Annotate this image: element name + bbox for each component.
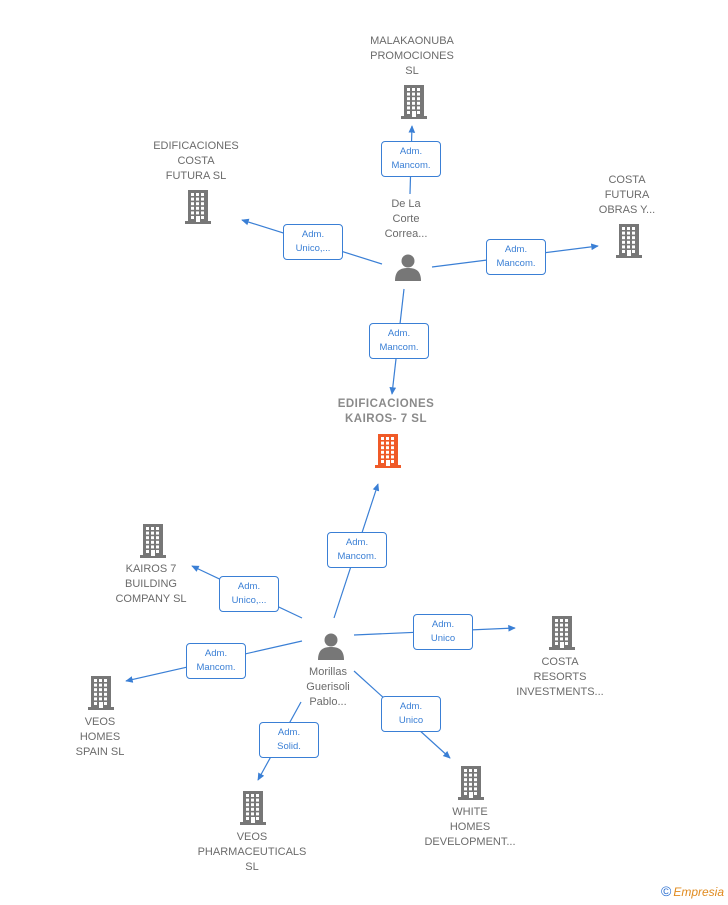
edge-label[interactable]: Adm. Mancom. bbox=[486, 239, 546, 275]
company-building-icon bbox=[401, 85, 427, 119]
edge-label-line: Adm. bbox=[387, 328, 411, 339]
main-company-building-icon bbox=[375, 434, 401, 468]
node-label-line: De La bbox=[391, 197, 421, 210]
empresia-footer: ©Empresia bbox=[661, 883, 724, 899]
node-label-line: HOMES bbox=[449, 820, 491, 833]
company-building-icon bbox=[88, 676, 114, 710]
edge-label[interactable]: Adm. Mancom. bbox=[186, 643, 246, 679]
node-label-line: SL bbox=[245, 860, 259, 873]
node-label-line: HOMES bbox=[79, 730, 121, 743]
node-label-line: MALAKAONUBA bbox=[370, 34, 454, 47]
edge-label-line: Adm. bbox=[301, 229, 325, 240]
node-label[interactable]: COSTA RESORTS INVESTMENTS... bbox=[490, 655, 630, 700]
edge-label-line: Mancom. bbox=[379, 342, 419, 353]
edge-label[interactable]: Adm. Unico bbox=[413, 614, 473, 650]
node-label[interactable]: EDIFICACIONES KAIROS- 7 SL bbox=[316, 397, 456, 427]
company-building-icon bbox=[549, 616, 575, 650]
edge-label-line: Adm. bbox=[399, 146, 423, 157]
edge-label-line: Adm. bbox=[204, 648, 228, 659]
edge-label-line: Adm. bbox=[504, 244, 528, 255]
node-label-line: RESORTS bbox=[533, 670, 587, 683]
node-label-line: FUTURA bbox=[604, 188, 650, 201]
node-label-line: COSTA bbox=[608, 173, 646, 186]
node-label[interactable]: KAIROS 7 BUILDING COMPANY SL bbox=[81, 562, 221, 607]
edge-label-line: Mancom. bbox=[496, 258, 536, 269]
edge-label-line: Mancom. bbox=[337, 551, 377, 562]
edge-label[interactable]: Adm. Mancom. bbox=[369, 323, 429, 359]
node-label-line: INVESTMENTS... bbox=[516, 685, 604, 698]
edge-label-line: Adm. bbox=[431, 619, 455, 630]
edge-label-line: Unico,... bbox=[231, 595, 267, 606]
edge-label-line: Mancom. bbox=[196, 662, 236, 673]
edge-label-line: Unico bbox=[398, 715, 424, 726]
node-label-line: COSTA bbox=[177, 154, 215, 167]
node-label-line: BUILDING bbox=[125, 577, 177, 590]
edge-label-line: Solid. bbox=[277, 741, 301, 752]
node-label-line: SL bbox=[405, 64, 419, 77]
edge-label[interactable]: Adm. Unico,... bbox=[219, 576, 279, 612]
company-building-icon bbox=[240, 791, 266, 825]
node-label-line: Correa... bbox=[384, 227, 428, 240]
edge-label-line: Adm. bbox=[237, 581, 261, 592]
node-label-line: PHARMACEUTICALS bbox=[197, 845, 307, 858]
person-icon bbox=[395, 254, 421, 281]
node-label[interactable]: VEOS PHARMACEUTICALS SL bbox=[182, 830, 322, 875]
node-label-line: KAIROS 7 bbox=[125, 562, 177, 575]
node-label-line: EDIFICACIONES bbox=[337, 398, 435, 410]
copyright-icon: © bbox=[660, 883, 672, 899]
node-label[interactable]: EDIFICACIONES COSTA FUTURA SL bbox=[126, 139, 266, 184]
company-building-icon bbox=[458, 766, 484, 800]
node-label-line: EDIFICACIONES bbox=[153, 139, 239, 152]
edge-label-line: Adm. bbox=[345, 537, 369, 548]
edge-label[interactable]: Adm. Unico bbox=[381, 696, 441, 732]
node-label-line: Pablo... bbox=[309, 695, 347, 708]
company-building-icon bbox=[140, 524, 166, 558]
node-label-line: FUTURA SL bbox=[165, 169, 227, 182]
node-label-line: KAIROS- 7 SL bbox=[344, 413, 428, 425]
node-label-line: WHITE bbox=[452, 805, 488, 818]
node-label-line: VEOS bbox=[84, 715, 116, 728]
node-label-line: Guerisoli bbox=[306, 680, 350, 693]
node-label-line: OBRAS Y... bbox=[598, 203, 656, 216]
node-label[interactable]: MALAKAONUBA PROMOCIONES SL bbox=[342, 34, 482, 79]
brand-name: Empresia bbox=[673, 885, 724, 899]
edge-label[interactable]: Adm. Mancom. bbox=[327, 532, 387, 568]
node-label[interactable]: COSTA FUTURA OBRAS Y... bbox=[557, 173, 697, 218]
node-label[interactable]: VEOS HOMES SPAIN SL bbox=[30, 715, 170, 760]
edge-label-line: Adm. bbox=[399, 701, 423, 712]
node-label[interactable]: WHITE HOMES DEVELOPMENT... bbox=[400, 805, 540, 850]
node-label-line: Corte bbox=[392, 212, 420, 225]
edge-label-line: Mancom. bbox=[391, 160, 431, 171]
company-building-icon bbox=[616, 224, 642, 258]
person-icon bbox=[318, 633, 344, 660]
node-label-line: COMPANY SL bbox=[115, 592, 187, 605]
node-label-line: DEVELOPMENT... bbox=[424, 835, 516, 848]
edge-label-line: Unico bbox=[430, 633, 456, 644]
edge-label[interactable]: Adm. Solid. bbox=[259, 722, 319, 758]
node-label-line: SPAIN SL bbox=[75, 745, 125, 758]
node-label-line: PROMOCIONES bbox=[370, 49, 454, 62]
edge-label[interactable]: Adm. Unico,... bbox=[283, 224, 343, 260]
edge-label-line: Unico,... bbox=[295, 243, 331, 254]
edge-label-line: Adm. bbox=[277, 727, 301, 738]
edge-label[interactable]: Adm. Mancom. bbox=[381, 141, 441, 177]
node-label-line: VEOS bbox=[236, 830, 268, 843]
company-building-icon bbox=[185, 190, 211, 224]
node-label-line: Morillas bbox=[309, 665, 347, 678]
node-label-line: COSTA bbox=[541, 655, 579, 668]
